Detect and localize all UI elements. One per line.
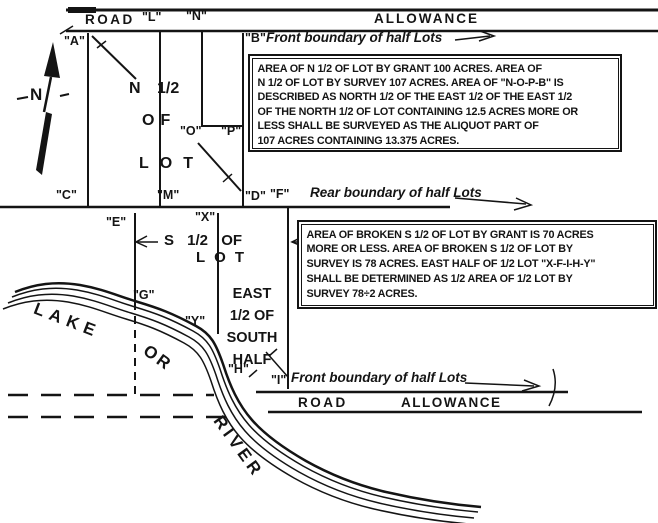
lot-corner-l: "L" — [142, 10, 162, 24]
rear-boundary-line — [0, 197, 534, 211]
south-half-note-box: AREA OF BROKEN S 1/2 OF LOT BY GRANT IS … — [297, 220, 657, 309]
lot-corner-x: "X" — [195, 210, 216, 224]
north-arrow-letter: N — [30, 85, 43, 104]
front-boundary-top-label: Front boundary of half Lots — [266, 30, 443, 45]
top-road-allowance: ALLOWANCE — [374, 11, 479, 26]
lot-corner-i: "I" — [271, 373, 287, 387]
south-half-lot-lines — [134, 208, 289, 394]
front-boundary-bottom-leader — [464, 368, 556, 407]
note-line: MORE OR LESS. AREA OF BROKEN S 1/2 OF LO… — [306, 243, 574, 256]
note-line: SURVEY 78÷2 ACRES. — [306, 287, 418, 300]
rear-boundary-label: Rear boundary of half Lots — [310, 185, 482, 200]
north-arrow — [16, 42, 70, 175]
east-half-label-line2: 1/2 OF — [229, 308, 275, 324]
lot-corner-y: "Y" — [185, 314, 206, 328]
bottom-road-lines — [8, 390, 642, 419]
north-half-note-border: AREA OF N 1/2 OF LOT BY GRANT 100 ACRES.… — [251, 57, 619, 149]
lot-corner-e: "E" — [106, 215, 127, 229]
east-half-label-line1: EAST — [232, 286, 272, 302]
east-half-label: EAST 1/2 OF SOUTH HALF — [214, 283, 290, 371]
top-road-lines — [59, 7, 658, 35]
north-half-note-box: AREA OF N 1/2 OF LOT BY GRANT 100 ACRES.… — [248, 54, 622, 152]
lot-corner-o: "O" — [180, 124, 202, 138]
east-half-label-line4: HALF — [232, 352, 272, 368]
note-line: N 1/2 OF LOT BY SURVEY 107 ACRES. AREA O… — [257, 76, 564, 89]
lot-corner-d: "D" — [245, 189, 266, 203]
leader-diagonals — [91, 35, 242, 192]
north-half-lot-lines — [87, 31, 244, 207]
front-boundary-top-leader — [454, 30, 497, 42]
lot-corner-n: "N" — [186, 9, 207, 23]
note-line: AREA OF BROKEN S 1/2 OF LOT BY GRANT IS … — [306, 228, 594, 241]
note-line: AREA OF N 1/2 OF LOT BY GRANT 100 ACRES.… — [257, 62, 543, 75]
lot-corner-g: "G" — [133, 288, 155, 302]
note-line: LESS SHALL BE SURVEYED AS THE ALIQUOT PA… — [257, 120, 539, 133]
note-line: OF THE NORTH 1/2 OF LOT CONTAINING 12.5 … — [257, 105, 579, 118]
note-line: SURVEY IS 78 ACRES. EAST HALF OF 1/2 LOT… — [306, 258, 596, 271]
bottom-road-allowance: ALLOWANCE — [401, 395, 502, 410]
front-boundary-bottom-label: Front boundary of half Lots — [291, 370, 468, 385]
east-half-label-line3: SOUTH — [226, 330, 278, 346]
shoreline — [2, 282, 482, 523]
lot-corner-f: "F" — [270, 187, 290, 201]
note-line: 107 ACRES CONTAINING 13.375 ACRES. — [257, 134, 460, 147]
north-half-label-line1: N 1/2 — [129, 80, 180, 97]
lot-corner-p: "P" — [221, 124, 242, 138]
south-half-label-line1: S 1/2 OF — [164, 232, 243, 249]
bottom-road-name: ROAD — [298, 395, 348, 410]
lot-corner-c: "C" — [56, 188, 77, 202]
lot-corner-h: "H" — [228, 362, 249, 376]
note-line: SHALL BE DETERMINED AS 1/2 AREA OF 1/2 L… — [306, 272, 573, 285]
south-half-label-line2: LOT — [196, 249, 253, 266]
top-road-name: ROAD — [85, 12, 135, 27]
lot-corner-b: "B" — [245, 31, 266, 45]
south-half-note-border: AREA OF BROKEN S 1/2 OF LOT BY GRANT IS … — [300, 223, 654, 306]
north-half-label-line3: LOT — [139, 155, 204, 172]
lot-corner-a: "A" — [64, 34, 85, 48]
lot-corner-m: "M" — [157, 188, 180, 202]
north-half-label-line2: OF — [142, 112, 177, 129]
note-line: DESCRIBED AS NORTH 1/2 OF THE EAST 1/2 O… — [257, 91, 573, 104]
